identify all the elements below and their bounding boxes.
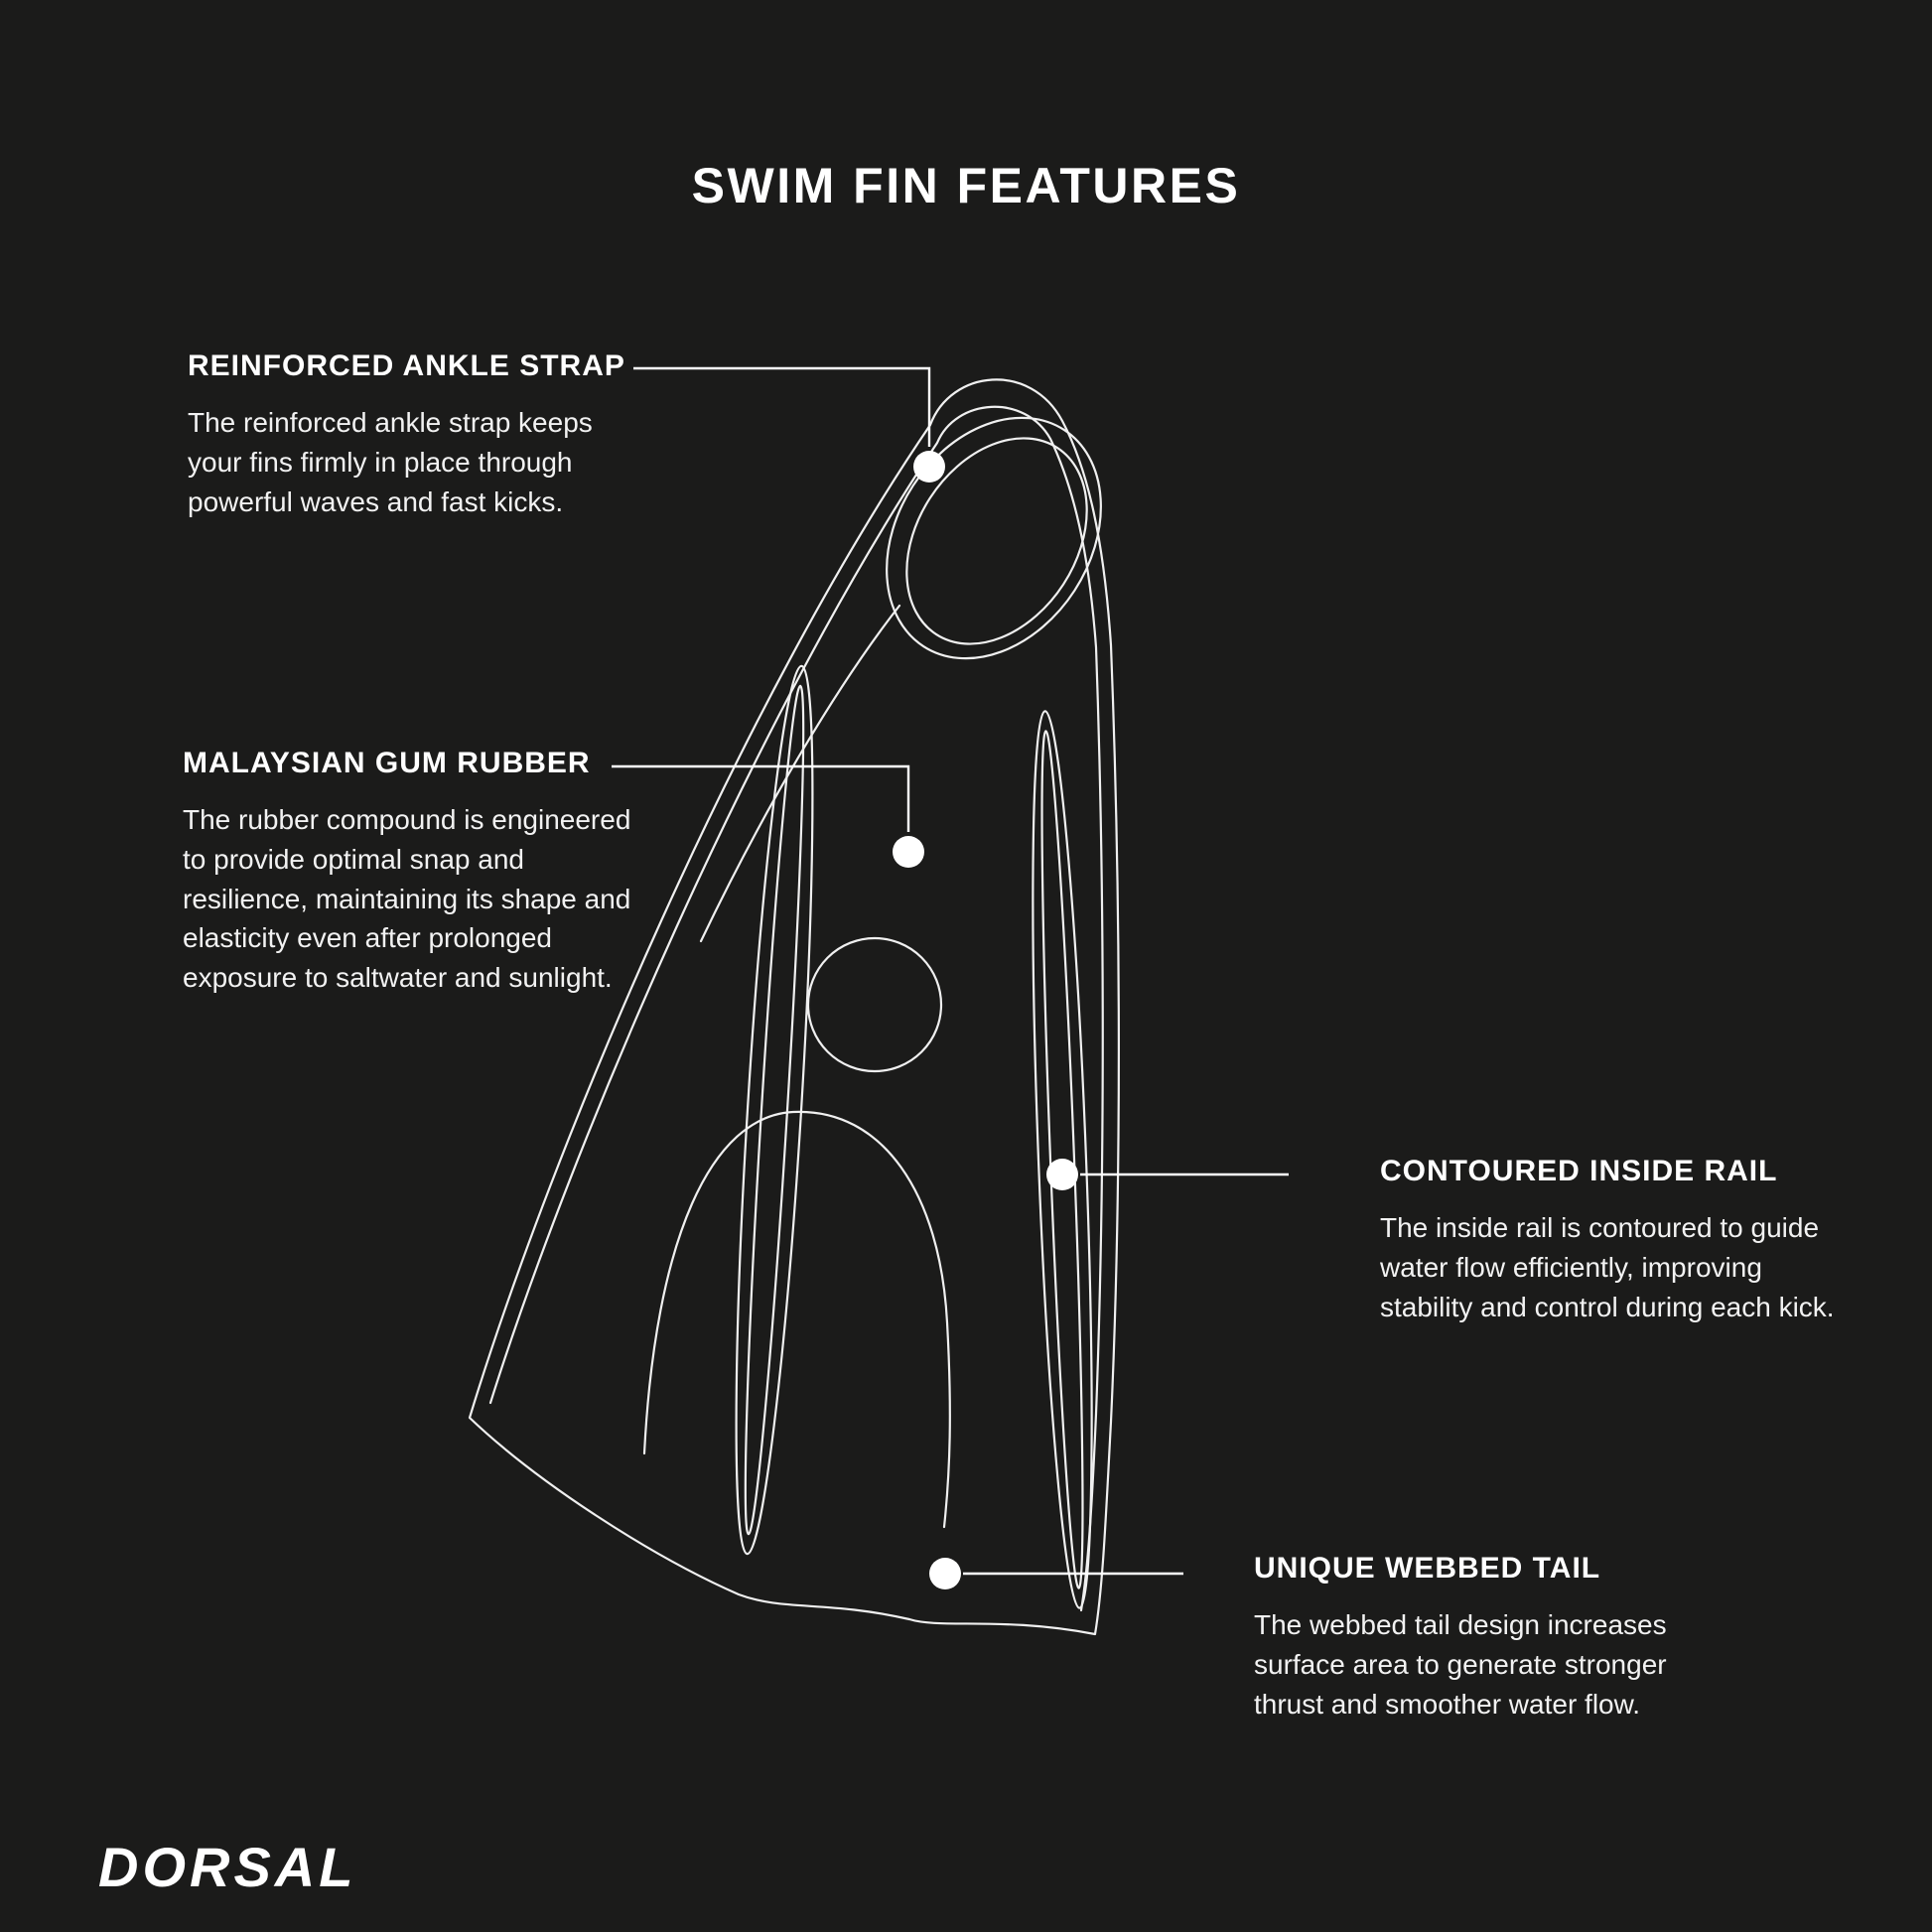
feature-body-webbed-tail: The webbed tail design increases surface… [1254, 1609, 1667, 1720]
vent-hole [806, 936, 943, 1073]
feature-heading-gum-rubber: MALAYSIAN GUM RUBBER [183, 747, 591, 779]
feature-heading-inside-rail: CONTOURED INSIDE RAIL [1380, 1155, 1778, 1187]
callout-line-ankle-strap [633, 366, 931, 447]
callout-dot-webbed-tail [929, 1558, 961, 1589]
feature-ankle-strap: REINFORCED ANKLE STRAP The reinforced an… [188, 349, 704, 521]
left-rib-inner [744, 684, 805, 1536]
callout-dot-ankle-strap [913, 451, 945, 483]
swim-fin-line-art [468, 378, 1120, 1636]
callout-line-gum-rubber [612, 764, 910, 832]
feature-heading-ankle-strap: REINFORCED ANKLE STRAP [188, 349, 625, 382]
foot-pocket-opening-inner [905, 437, 1088, 645]
brand-logo: DORSAL [98, 1836, 357, 1898]
fin-outer-outline [468, 378, 1120, 1636]
heel-arch [642, 1110, 951, 1529]
foot-pocket-seam [699, 604, 901, 943]
feature-gum-rubber: MALAYSIAN GUM RUBBER The rubber compound… [183, 747, 719, 998]
fin-inner-edge [488, 405, 1104, 1612]
right-rib-outer [1032, 710, 1093, 1609]
page-title: SWIM FIN FEATURES [691, 158, 1241, 213]
right-rib-inner [1040, 730, 1084, 1589]
feature-inside-rail: CONTOURED INSIDE RAIL The inside rail is… [1380, 1155, 1847, 1326]
feature-body-gum-rubber: The rubber compound is engineered to pro… [183, 804, 631, 993]
callout-lines [612, 366, 1289, 1576]
feature-heading-webbed-tail: UNIQUE WEBBED TAIL [1254, 1552, 1601, 1585]
callout-dots [893, 451, 1078, 1589]
feature-body-inside-rail: The inside rail is contoured to guide wa… [1380, 1212, 1835, 1322]
feature-webbed-tail: UNIQUE WEBBED TAIL The webbed tail desig… [1254, 1552, 1691, 1724]
foot-pocket-opening-outer [886, 416, 1102, 660]
callout-dot-inside-rail [1046, 1159, 1078, 1190]
feature-body-ankle-strap: The reinforced ankle strap keeps your fi… [188, 407, 593, 517]
callout-dot-gum-rubber [893, 836, 924, 868]
